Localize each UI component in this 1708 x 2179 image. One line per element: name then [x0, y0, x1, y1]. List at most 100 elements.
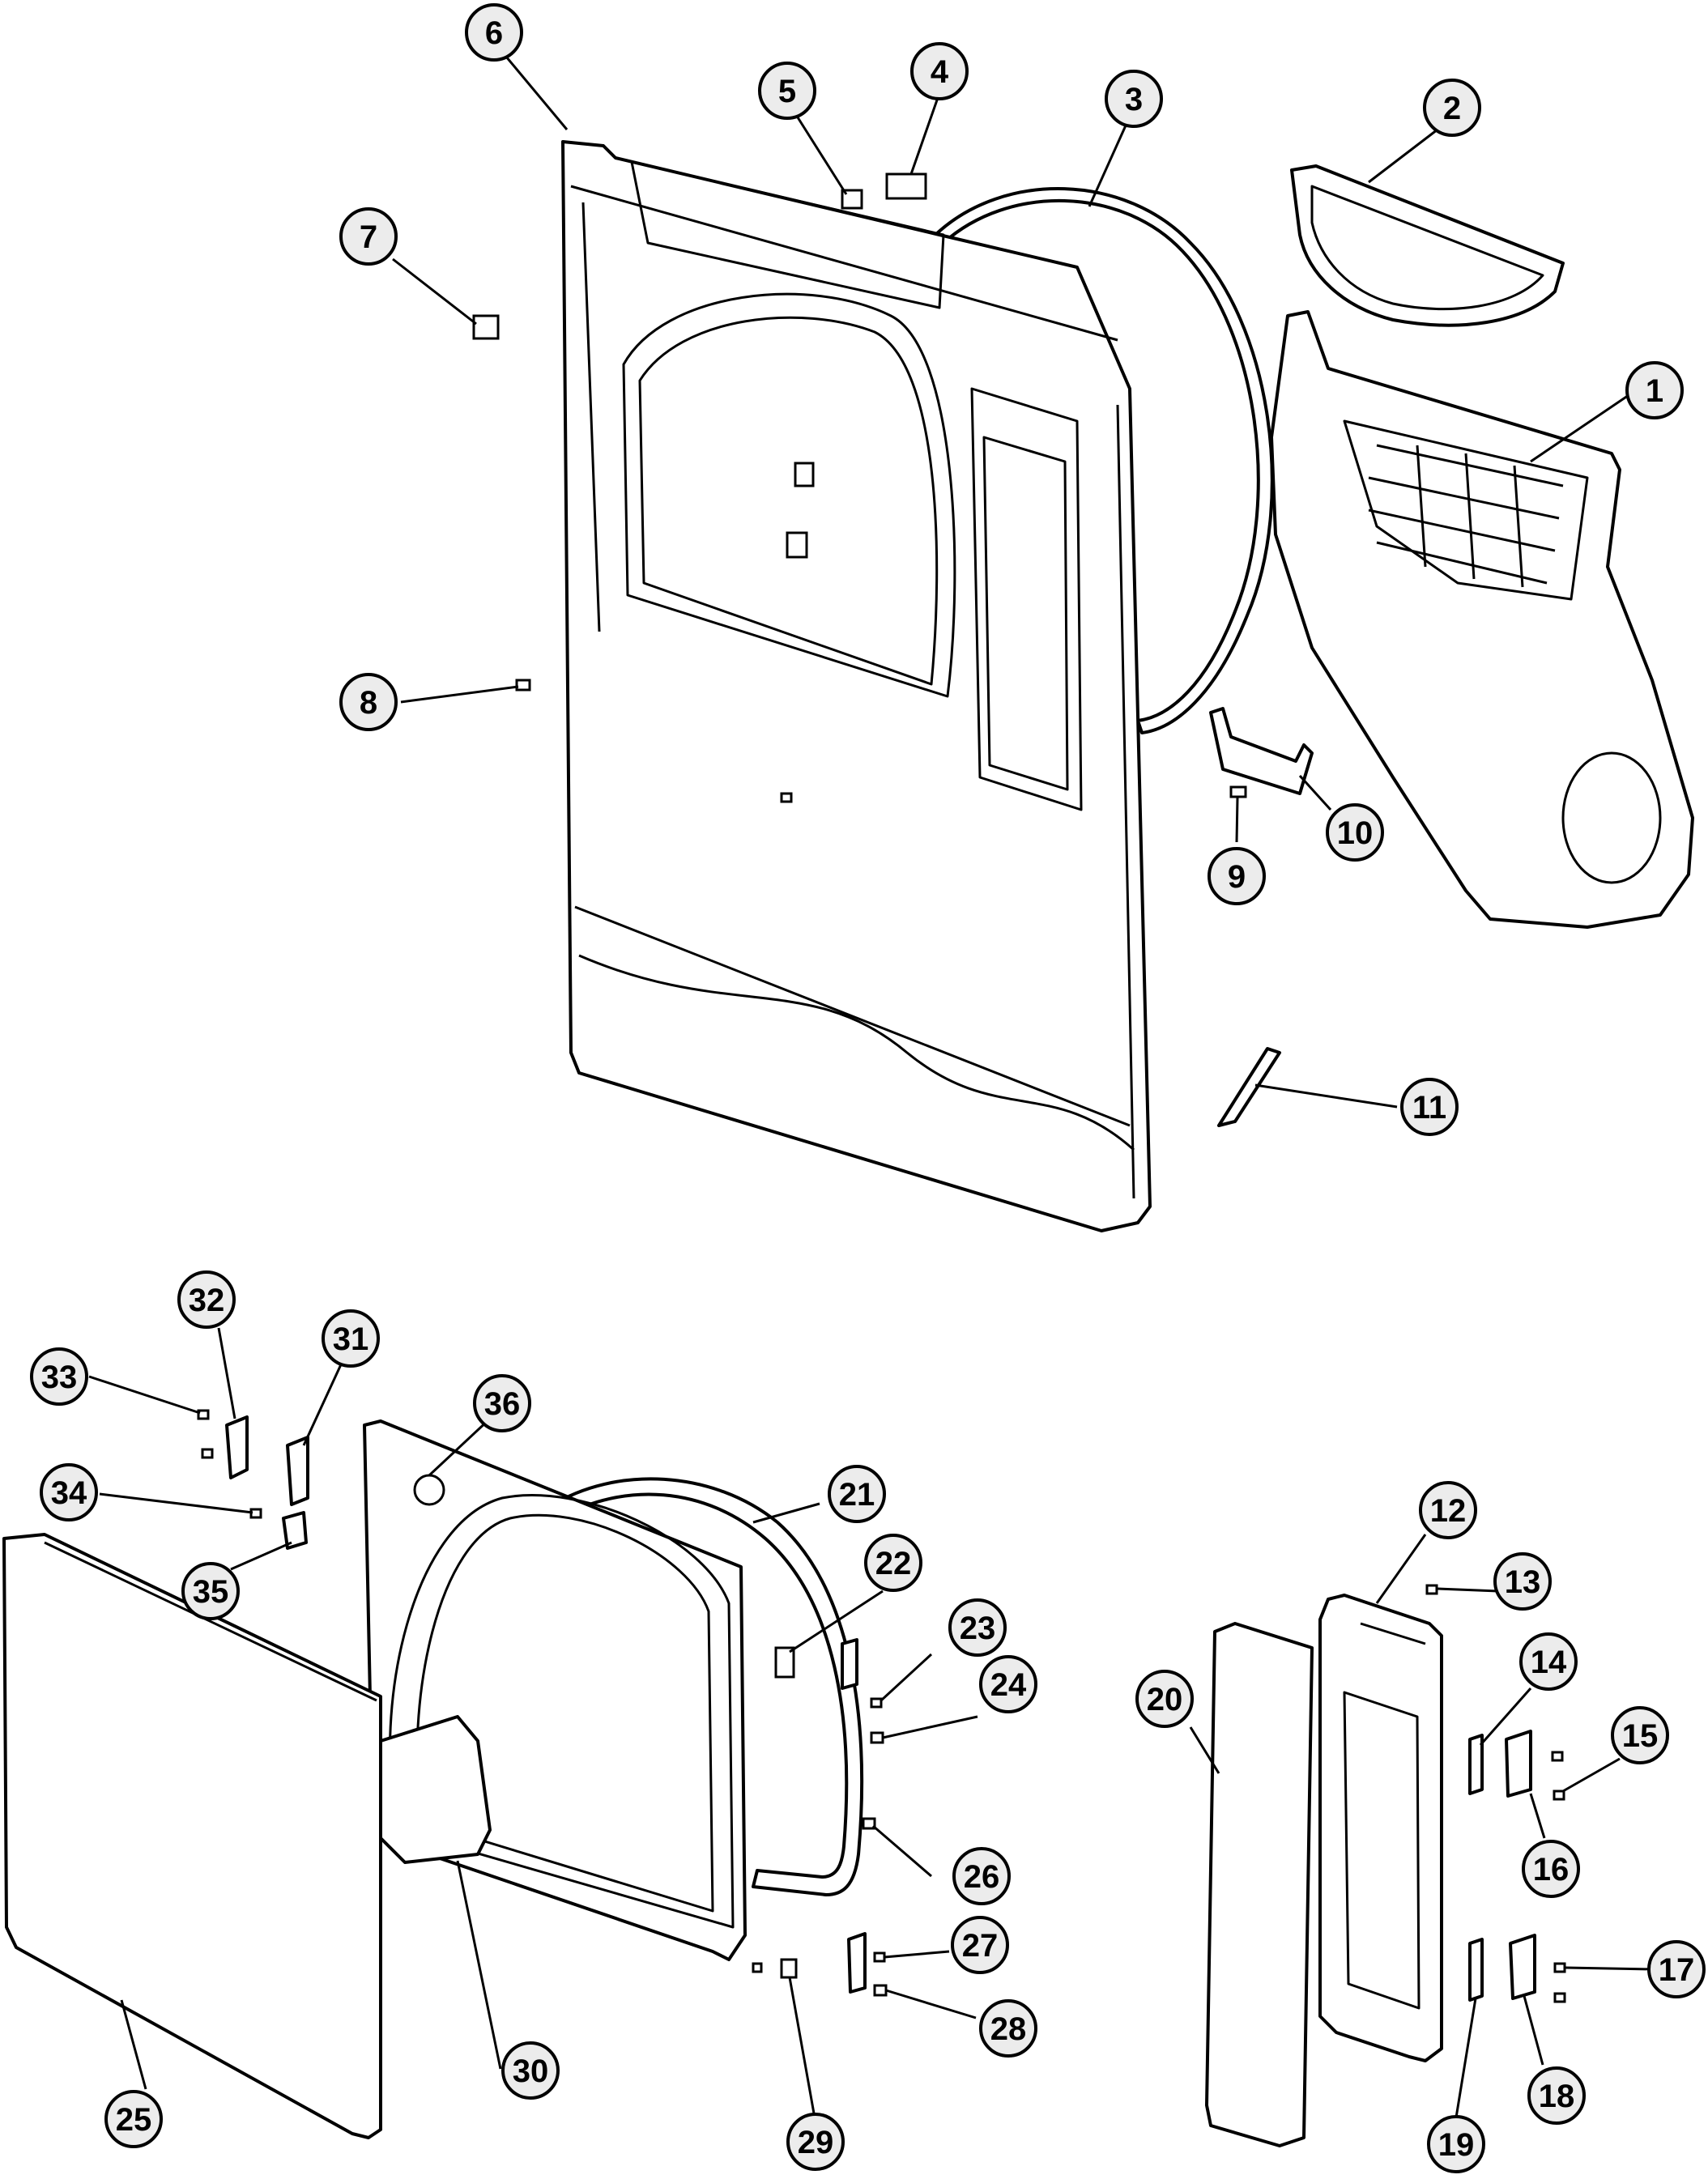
panel-clip — [472, 314, 500, 340]
screw-23 — [870, 1697, 883, 1709]
screw-24 — [870, 1731, 884, 1744]
callout-label: 20 — [1147, 1682, 1183, 1717]
callout-label: 22 — [875, 1546, 912, 1581]
door-switch — [885, 172, 927, 200]
callout: 28 — [979, 1999, 1037, 2058]
lint-filter — [1290, 164, 1565, 327]
callout-label: 3 — [1125, 82, 1143, 117]
callout: 16 — [1522, 1840, 1580, 1898]
callout: 32 — [177, 1270, 236, 1329]
callout: 2 — [1423, 79, 1481, 137]
callout-label: 35 — [193, 1574, 229, 1610]
callout-label: 21 — [839, 1477, 875, 1513]
callout: 15 — [1611, 1706, 1669, 1764]
callout-label: 14 — [1531, 1645, 1567, 1680]
callout: 23 — [948, 1598, 1007, 1657]
callout: 7 — [339, 207, 398, 266]
screw-29 — [752, 1962, 763, 1973]
panel-screw — [515, 679, 531, 692]
callout: 22 — [864, 1534, 922, 1592]
callout: 5 — [758, 62, 816, 120]
callout: 12 — [1419, 1481, 1477, 1539]
hinge-19 — [1468, 1938, 1484, 2002]
lint-duct-bracket — [1209, 707, 1314, 795]
callout-label: 9 — [1228, 859, 1246, 895]
leader-lines — [88, 56, 1655, 2118]
door-strike — [1217, 1047, 1281, 1127]
callout-layer: 1 2 3 4 5 6 7 8 9 10 11 12 13 14 15 16 1… — [30, 3, 1706, 2173]
callout: 29 — [786, 2113, 845, 2171]
callout-label: 24 — [990, 1667, 1027, 1703]
hinge-14 — [1468, 1734, 1484, 1795]
trim-frame — [1318, 1594, 1443, 2062]
callout-label: 7 — [360, 219, 377, 255]
callout-label: 15 — [1622, 1718, 1659, 1754]
side-trim-panel — [1205, 1622, 1314, 2147]
screw-17a — [1553, 1962, 1566, 1973]
callout: 4 — [910, 42, 969, 100]
callout-label: 16 — [1533, 1852, 1570, 1887]
callout-label: 8 — [360, 685, 377, 721]
outer-door-panel — [2, 1533, 382, 2139]
callout-label: 32 — [189, 1283, 225, 1318]
hinge-screw-b — [201, 1448, 214, 1459]
callout-label: 26 — [964, 1859, 1000, 1895]
callout-label: 13 — [1505, 1564, 1541, 1600]
callout: 31 — [322, 1309, 380, 1368]
callout-label: 12 — [1430, 1493, 1467, 1529]
callout: 18 — [1527, 2066, 1586, 2125]
callout-label: 30 — [513, 2053, 549, 2089]
hinge-screw-a — [197, 1409, 210, 1420]
bracket-29 — [780, 1958, 798, 1979]
callout: 36 — [473, 1374, 531, 1432]
callout: 11 — [1400, 1078, 1459, 1136]
callout: 24 — [979, 1655, 1037, 1713]
catch — [774, 1646, 795, 1679]
callout-label: 23 — [960, 1611, 996, 1646]
door-handle — [379, 1715, 492, 1864]
door-gasket — [549, 1477, 864, 1896]
hinge-bracket-lower — [282, 1511, 308, 1550]
screw-15b — [1553, 1790, 1565, 1801]
inner-door-panel — [363, 1419, 747, 1961]
callout-label: 29 — [798, 2125, 834, 2160]
screw-17b — [1553, 1992, 1566, 2003]
callout: 19 — [1427, 2115, 1485, 2173]
callout-label: 33 — [41, 1360, 78, 1395]
screw-27 — [873, 1951, 886, 1963]
hinge-27 — [847, 1932, 867, 1994]
callout-label: 31 — [333, 1321, 369, 1357]
drum-seal-ring — [934, 187, 1274, 734]
callout: 14 — [1519, 1632, 1578, 1691]
callout: 3 — [1105, 70, 1163, 128]
callout: 30 — [501, 2041, 560, 2100]
hinge-bracket-upper — [286, 1436, 309, 1506]
callout: 17 — [1647, 1940, 1706, 1998]
callout: 34 — [40, 1463, 98, 1521]
callout: 33 — [30, 1347, 88, 1406]
callout-label: 27 — [962, 1928, 999, 1964]
callout-label: 28 — [990, 2011, 1027, 2047]
callout-label: 10 — [1337, 815, 1374, 851]
callout: 20 — [1135, 1670, 1194, 1728]
callout: 6 — [465, 3, 523, 62]
callout-label: 5 — [778, 74, 796, 109]
callout-label: 2 — [1443, 91, 1461, 126]
callout: 8 — [339, 673, 398, 731]
callout-label: 4 — [931, 54, 949, 90]
callout: 9 — [1208, 847, 1266, 905]
callout: 13 — [1493, 1552, 1552, 1611]
hinge-plate-16 — [1505, 1730, 1532, 1798]
callout: 1 — [1625, 361, 1684, 419]
switch-clip — [841, 189, 863, 210]
callout-label: 18 — [1539, 2079, 1575, 2114]
callout: 10 — [1326, 803, 1384, 862]
screw-15a — [1551, 1751, 1564, 1762]
callout-label: 19 — [1438, 2127, 1475, 2163]
callout: 26 — [952, 1847, 1011, 1905]
callout-label: 36 — [484, 1386, 521, 1422]
callout-label: 17 — [1659, 1952, 1695, 1988]
callout-label: 34 — [51, 1475, 87, 1511]
callout-label: 1 — [1646, 373, 1663, 409]
